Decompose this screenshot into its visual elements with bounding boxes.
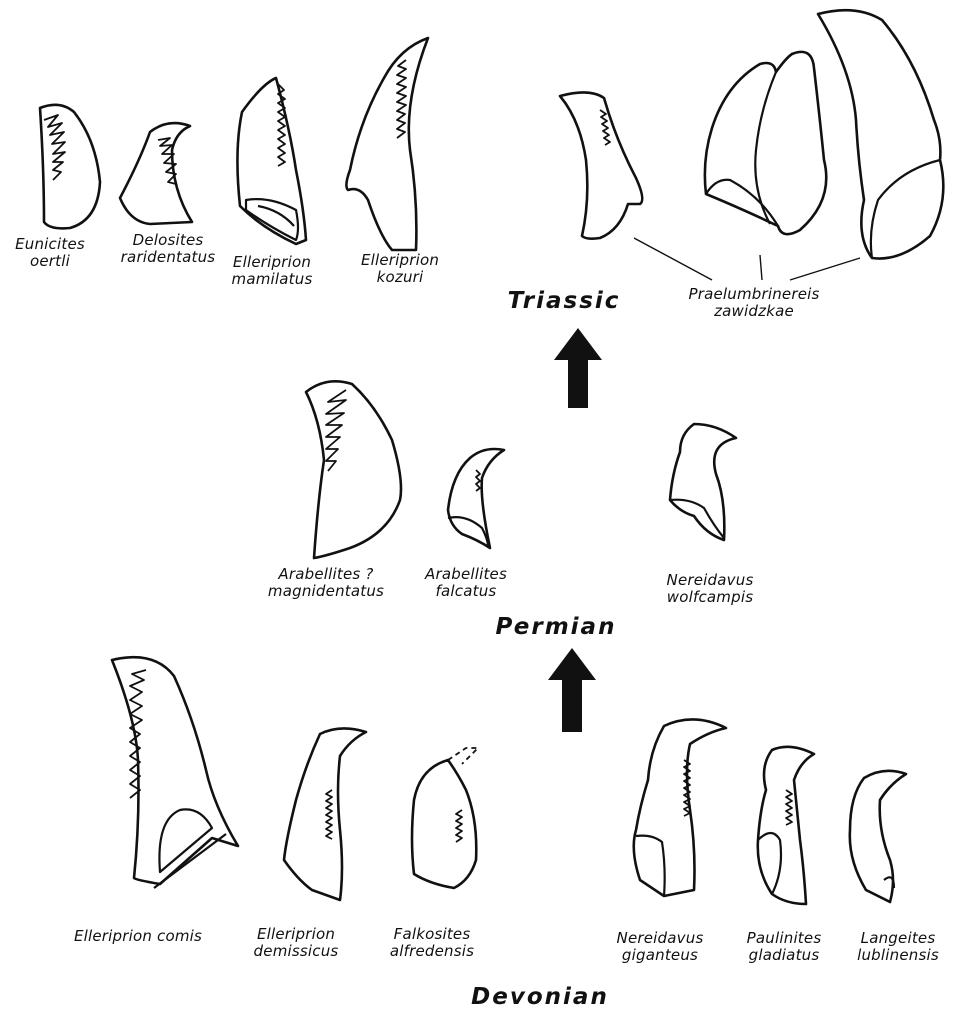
jaw-paulinites-gladiatus	[758, 747, 814, 904]
jaw-elleriprion-kozuri	[346, 38, 428, 250]
label-elleriprion-comis: Elleriprion comis	[74, 928, 202, 945]
arrow-devonian-to-permian	[548, 648, 596, 732]
jaw-arabellites-falcatus	[448, 449, 504, 548]
jaw-arabellites-magnidentatus	[306, 381, 401, 558]
jaw-eunicites-oertli	[40, 105, 100, 229]
jaw-delosites-raridentatus	[120, 123, 192, 224]
jaw-elleriprion-demissicus	[284, 728, 366, 900]
jaw-falkosites-alfredensis	[412, 748, 478, 888]
period-devonian: Devonian	[471, 984, 609, 1010]
jaw-praelumbrinereis-2	[705, 52, 826, 234]
period-triassic: Triassic	[508, 288, 621, 314]
jaw-langeites-lublinensis	[850, 771, 906, 902]
label-arabellites-magnidentatus: Arabellites ?magnidentatus	[268, 566, 384, 600]
leader-lines	[634, 238, 860, 280]
period-permian: Permian	[496, 614, 617, 640]
jaw-nereidavus-wolfcampis	[670, 424, 736, 540]
jaw-praelumbrinereis-1	[560, 92, 642, 238]
jaw-praelumbrinereis-3	[818, 10, 943, 258]
jaw-nereidavus-giganteus	[634, 719, 726, 896]
arrow-permian-to-triassic	[554, 328, 602, 408]
jaw-elleriprion-mamilatus	[237, 78, 306, 244]
jaw-elleriprion-comis	[112, 657, 238, 888]
